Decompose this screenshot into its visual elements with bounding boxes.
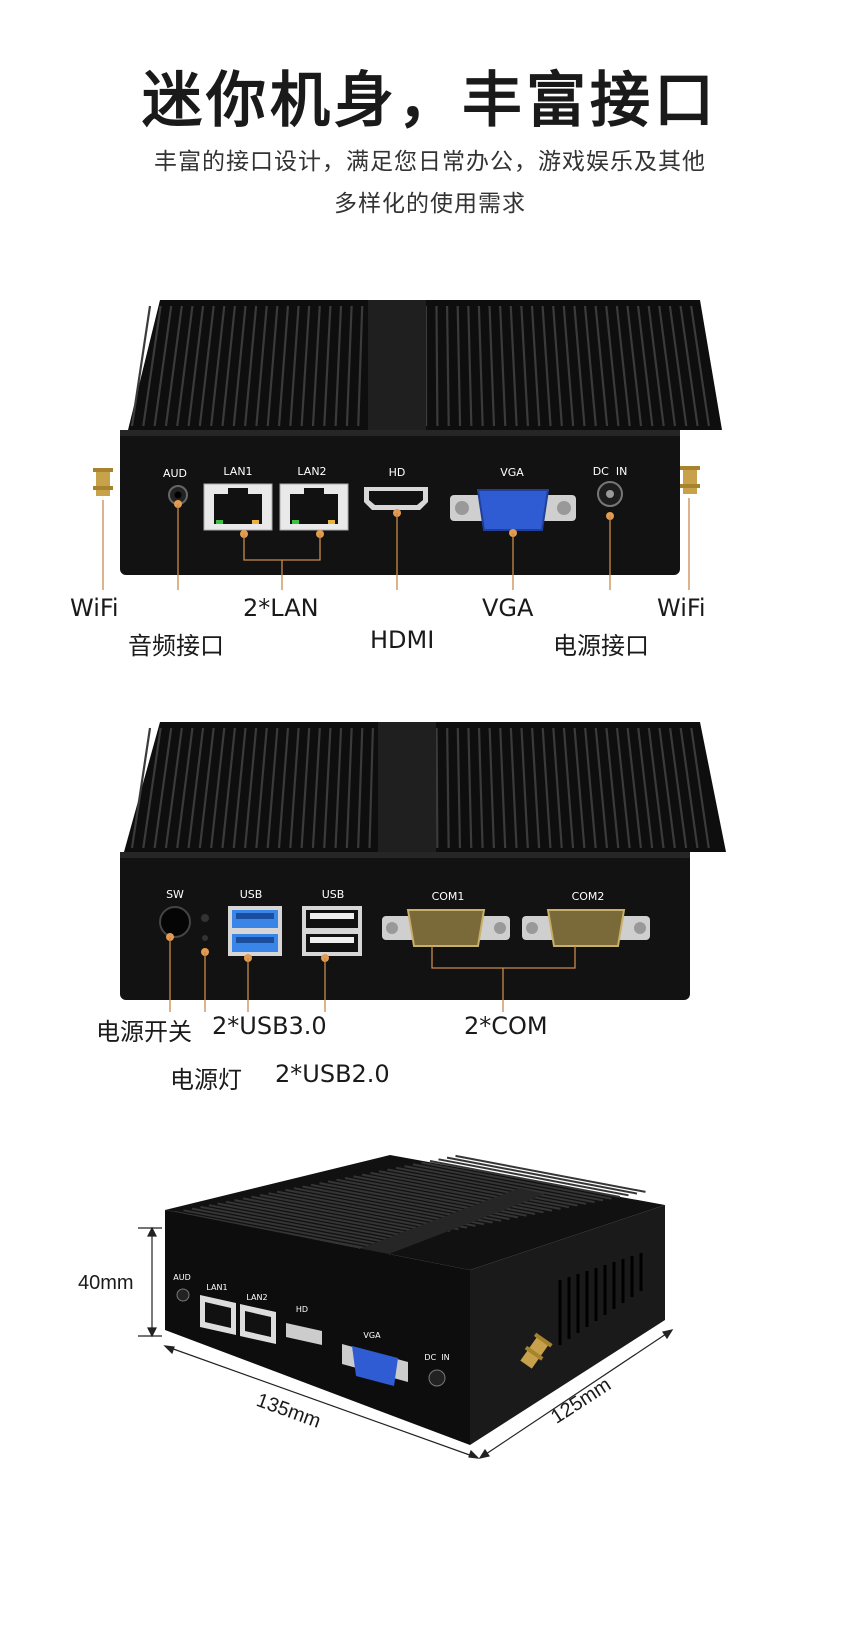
- usb3-ports-icon: [228, 906, 282, 956]
- callout-power-port: 电源接口: [553, 632, 649, 660]
- wifi-antenna-right-icon: [680, 466, 700, 494]
- callout-usb2: 2*USB2.0: [275, 1060, 390, 1088]
- iso-label-dcin: DC IN: [424, 1353, 449, 1362]
- hdmi-port-icon: [364, 487, 428, 510]
- port-label-com2: COM2: [572, 890, 605, 903]
- iso-lan-ports-icon: [200, 1295, 276, 1344]
- port-label-vga: VGA: [500, 466, 524, 479]
- iso-hdmi-icon: [286, 1323, 322, 1345]
- iso-dc-in-icon: [428, 1369, 446, 1387]
- port-label-sw: SW: [166, 888, 184, 901]
- iso-label-aud: AUD: [173, 1273, 191, 1282]
- com-port-2-icon: [522, 909, 650, 947]
- callout-audio: 音频接口: [128, 632, 224, 660]
- lan-port-2-icon: [279, 483, 349, 531]
- iso-label-lan1: LAN1: [206, 1283, 227, 1292]
- callout-power-led: 电源灯: [170, 1066, 242, 1094]
- subtitle-line-2: 多样化的使用需求: [334, 191, 526, 217]
- lan-port-1-icon: [203, 483, 273, 531]
- iso-label-lan2: LAN2: [246, 1293, 267, 1302]
- mini-pc-rear-view: SW USB USB COM1 COM2: [120, 722, 726, 1012]
- page-title: 迷你机身，丰富接口: [142, 66, 718, 136]
- callout-lan: 2*LAN: [243, 594, 319, 622]
- port-label-dcin: DC IN: [593, 465, 628, 478]
- mini-pc-isometric-view: AUD LAN1 LAN2 HD VGA DC IN: [138, 1154, 674, 1459]
- wifi-antenna-left-icon: [93, 468, 113, 496]
- callout-wifi-left: WiFi: [70, 594, 119, 622]
- port-label-lan1: LAN1: [223, 465, 252, 478]
- power-button-icon: [159, 906, 191, 938]
- com-port-1-icon: [382, 909, 510, 947]
- mini-pc-front-view: AUD LAN1 LAN2 HD VGA DC IN: [93, 300, 722, 590]
- subtitle-line-1: 丰富的接口设计，满足您日常办公，游戏娱乐及其他: [154, 149, 706, 175]
- iso-label-hd: HD: [296, 1305, 308, 1314]
- callout-hdmi: HDMI: [370, 626, 435, 654]
- iso-vga-icon: [342, 1344, 408, 1386]
- callout-usb3: 2*USB3.0: [212, 1012, 327, 1040]
- vga-port-icon: [450, 489, 576, 531]
- callout-vga: VGA: [482, 594, 534, 622]
- callout-wifi-right: WiFi: [657, 594, 706, 622]
- port-label-usb-b: USB: [322, 888, 345, 901]
- wifi-antenna-icon: [520, 1332, 553, 1369]
- port-label-aud: AUD: [163, 467, 187, 480]
- port-label-com1: COM1: [432, 890, 465, 903]
- callout-power-switch: 电源开关: [96, 1018, 192, 1046]
- port-label-hd: HD: [389, 466, 406, 479]
- power-led-icon: [201, 914, 209, 941]
- callout-com: 2*COM: [464, 1012, 548, 1040]
- dc-in-jack-icon: [597, 481, 623, 507]
- usb2-ports-icon: [302, 906, 362, 956]
- port-label-lan2: LAN2: [297, 465, 326, 478]
- port-label-usb-a: USB: [240, 888, 263, 901]
- iso-label-vga: VGA: [363, 1331, 381, 1340]
- dimension-height: 40mm: [78, 1272, 134, 1294]
